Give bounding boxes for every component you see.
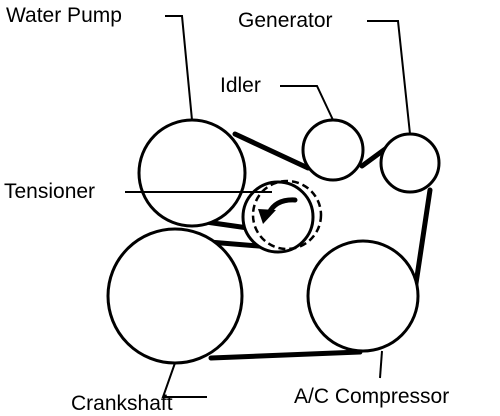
- leader-generator: [367, 20, 411, 135]
- belt-waterpump-to-idler: [232, 131, 311, 171]
- belt-ac-to-crank: [208, 349, 363, 361]
- idler-pulley: [301, 118, 365, 182]
- leader-water-pump: [165, 15, 193, 121]
- generator-label: Generator: [238, 9, 333, 32]
- tensioner-label: Tensioner: [4, 180, 96, 203]
- crankshaft-pulley: [106, 227, 244, 365]
- leader-ac-compressor: [379, 350, 383, 379]
- water-pump-pulley: [137, 118, 247, 228]
- leader-crankshaft: [161, 362, 207, 398]
- ac-compressor-label: A/C Compressor: [294, 385, 450, 408]
- pulleys: [106, 118, 441, 365]
- tensioner-dashed-outline: [251, 179, 323, 251]
- ac-compressor-pulley: [306, 239, 420, 353]
- water-pump-label: Water Pump: [6, 4, 122, 27]
- leader-idler: [280, 85, 334, 121]
- leader-lines: [125, 15, 411, 398]
- crankshaft-label: Crankshaft: [71, 392, 173, 415]
- generator-pulley: [379, 132, 441, 194]
- idler-label: Idler: [220, 74, 261, 97]
- rotation-arrow-icon: [258, 197, 298, 224]
